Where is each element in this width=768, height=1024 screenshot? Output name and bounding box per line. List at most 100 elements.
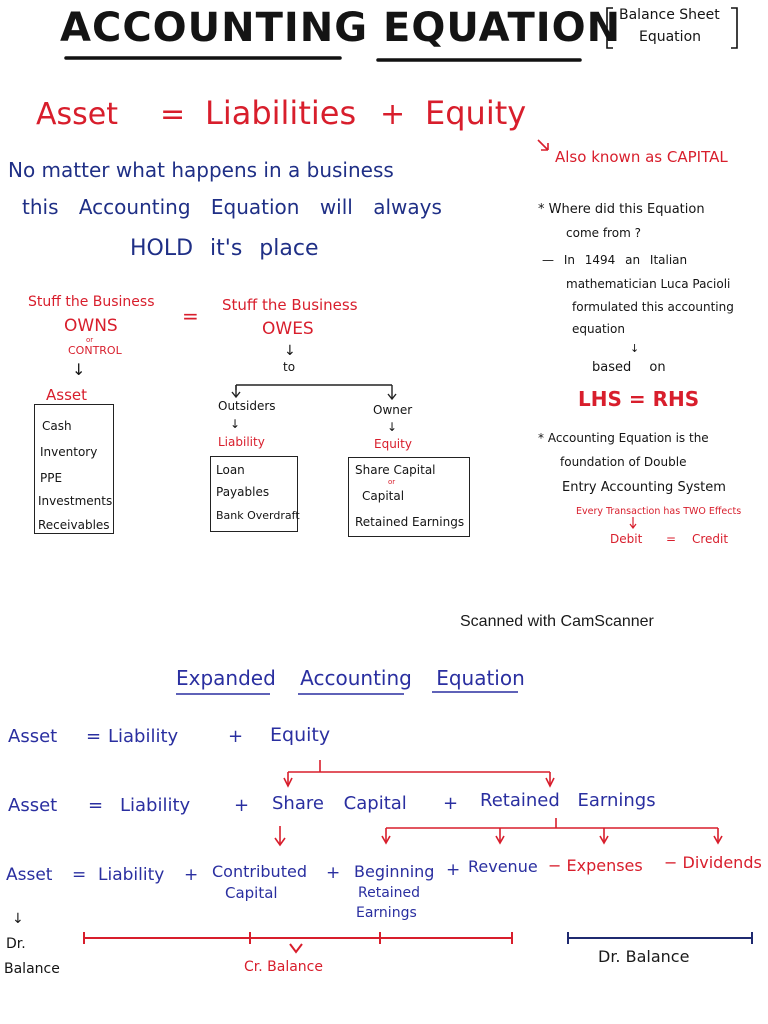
asset-heading: Asset <box>46 386 88 404</box>
transaction-arrow <box>629 517 637 529</box>
note-brackets <box>606 7 738 49</box>
owner-label: Owner <box>373 403 413 417</box>
row3-earnings: Earnings <box>356 905 417 921</box>
row2-retained-earnings: Retained Earnings <box>480 790 656 811</box>
note-foundation-line-1: * Accounting Equation is the <box>538 431 709 445</box>
retained-expansion-bracket <box>381 818 723 845</box>
owns-label: OWNS <box>64 316 118 336</box>
row2-equals: = <box>88 795 104 816</box>
row3-plus-3: + <box>446 860 461 880</box>
owes-arrow: ↓ <box>284 343 296 359</box>
cr-balance-bracket <box>83 932 513 954</box>
liability-item: Bank Overdraft <box>216 509 300 522</box>
note-line-2: Equation <box>639 29 702 45</box>
row3-capital: Capital <box>225 884 278 902</box>
row3-contributed: Contributed <box>212 862 307 881</box>
eq-liabilities: Liabilities <box>205 94 357 132</box>
outsiders-arrow: ↓ <box>230 417 241 431</box>
equity-expansion-bracket <box>283 760 555 788</box>
share-capital-arrow <box>274 826 286 847</box>
dr-arrow: ↓ <box>12 911 24 927</box>
eq-plus: + <box>380 97 406 132</box>
row3-plus-1: + <box>184 865 199 885</box>
row3-beginning: Beginning <box>354 862 435 881</box>
equity-item-capital: Capital <box>362 489 405 503</box>
row1-equals: = <box>86 726 102 747</box>
row3-revenue: Revenue <box>468 857 538 876</box>
owner-arrow: ↓ <box>387 420 398 434</box>
expanded-heading: Expanded Accounting Equation <box>176 666 525 690</box>
asset-item: Cash <box>42 419 72 433</box>
debit-label: Debit <box>610 532 643 546</box>
dr-balance-label: Dr. Balance <box>598 947 690 966</box>
equity-item-retained: Retained Earnings <box>355 515 465 529</box>
note-arrow: ↓ <box>630 342 640 355</box>
lhs-rhs-label: LHS = RHS <box>578 387 700 411</box>
expanded-underlines <box>176 691 518 695</box>
note-line-1: Balance Sheet <box>619 7 720 23</box>
cr-balance-label: Cr. Balance <box>244 959 323 975</box>
note-based-on: based on <box>592 360 666 375</box>
row1-liability: Liability <box>108 726 179 747</box>
note-foundation-line-3: Entry Accounting System <box>562 480 726 495</box>
row2-plus-2: + <box>443 793 459 814</box>
title-underlines <box>64 56 582 62</box>
page-title: ACCOUNTING EQUATION <box>60 5 622 51</box>
row2-plus-1: + <box>234 795 250 816</box>
owns-stuff-label: Stuff the Business <box>28 294 155 310</box>
owns-arrow: ↓ <box>72 360 86 379</box>
row3-plus-2: + <box>326 863 341 883</box>
row2-share-capital: Share Capital <box>272 793 407 814</box>
equity-item-share-capital: Share Capital <box>355 463 436 477</box>
dr-balance-bracket <box>567 932 753 944</box>
statement-line-2: this Accounting Equation will always <box>22 195 442 219</box>
liability-item: Payables <box>216 485 270 499</box>
row2-liability: Liability <box>120 795 191 816</box>
eq-asset: Asset <box>36 97 119 132</box>
row3-expenses: − Expenses <box>548 856 643 875</box>
control-label: CONTROL <box>68 344 122 357</box>
balance-label-left: Balance <box>4 961 60 977</box>
row1-plus: + <box>228 726 244 747</box>
eq-equity: Equity <box>425 94 527 132</box>
statement-line-1: No matter what happens in a business <box>8 158 394 182</box>
owns-or: or <box>86 336 94 344</box>
asset-item: PPE <box>40 471 63 485</box>
row3-equals: = <box>72 865 87 885</box>
statement-line-3: HOLD it's place <box>130 236 319 261</box>
note-history-line-2: mathematician Luca Pacioli <box>566 277 731 291</box>
row1-equity: Equity <box>270 724 331 746</box>
note-where-line-2: come from ? <box>566 226 641 240</box>
note-where-line-1: * Where did this Equation <box>538 202 705 217</box>
row1-asset: Asset <box>8 726 58 747</box>
liability-list-box <box>210 456 298 532</box>
equity-list-box <box>348 457 470 537</box>
equity-item-or: or <box>388 478 396 486</box>
row3-asset: Asset <box>6 865 53 885</box>
row3-dividends: − Dividends <box>664 853 762 872</box>
owes-branch <box>231 384 397 401</box>
asset-list-box <box>34 404 114 534</box>
equity-pointer <box>537 139 549 151</box>
owes-stuff-label: Stuff the Business <box>222 296 358 314</box>
liability-heading: Liability <box>218 435 265 449</box>
owes-to-label: to <box>283 360 296 374</box>
asset-item: Receivables <box>38 518 110 532</box>
row3-liability: Liability <box>98 865 165 885</box>
camscanner-watermark: Scanned with CamScanner <box>460 613 654 630</box>
credit-label: Credit <box>692 532 729 546</box>
eq-equals: = <box>160 97 186 132</box>
owes-label: OWES <box>262 319 314 339</box>
liability-item: Loan <box>216 463 245 477</box>
row3-retained: Retained <box>358 885 421 901</box>
debit-credit-equals: = <box>666 532 677 546</box>
asset-item: Investments <box>38 494 113 508</box>
note-history-line-1: — In 1494 an Italian <box>542 253 688 267</box>
owns-owes-equals: = <box>182 304 199 328</box>
balance-sheet-note: Balance Sheet Equation <box>607 6 737 48</box>
note-history-line-4: equation <box>572 322 625 336</box>
dr-label-left: Dr. <box>6 936 26 952</box>
outsiders-label: Outsiders <box>218 399 276 413</box>
note-foundation-line-2: foundation of Double <box>560 455 687 469</box>
